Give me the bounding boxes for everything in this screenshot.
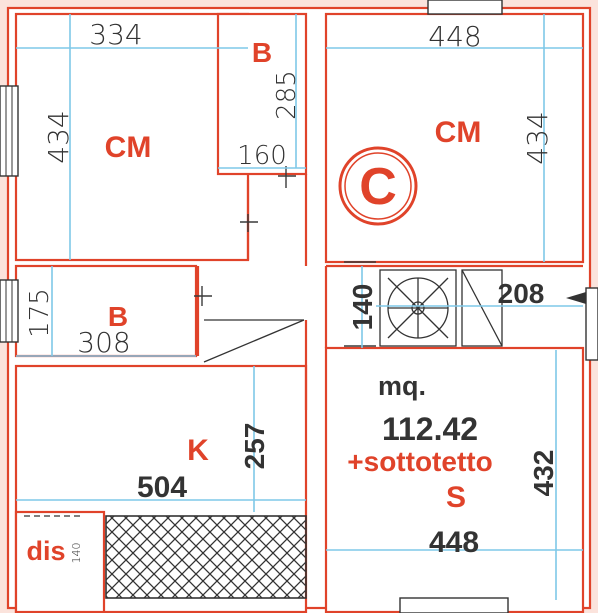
dim-dis-height: 140 bbox=[70, 543, 83, 564]
room-cm-right-outline bbox=[324, 12, 585, 264]
room-s-outline bbox=[324, 346, 585, 613]
dimension-lines bbox=[16, 14, 583, 600]
dim-k-width: 504 bbox=[137, 471, 187, 504]
area-value: 112.42 bbox=[382, 411, 478, 447]
room-label-b-top: B bbox=[252, 37, 272, 68]
dim-b-top-height: 285 bbox=[272, 70, 302, 120]
room-label-k: K bbox=[187, 434, 209, 467]
room-label-cm-left: CM bbox=[105, 131, 152, 164]
spiral-staircase bbox=[203, 269, 503, 363]
room-label-b-left: B bbox=[108, 301, 128, 332]
dim-b-left-height: 175 bbox=[25, 288, 55, 338]
dim-b-left-width: 308 bbox=[77, 326, 130, 359]
dim-cm-right-width: 448 bbox=[428, 20, 481, 53]
copyright-letter: C bbox=[359, 158, 397, 216]
dim-stair-width: 208 bbox=[498, 278, 545, 309]
dim-k-height: 257 bbox=[239, 423, 270, 470]
dim-cm-left-height: 434 bbox=[42, 110, 75, 163]
dim-stair-height: 140 bbox=[347, 284, 378, 331]
area-unit: mq. bbox=[378, 371, 426, 401]
copyright-mark: C bbox=[338, 146, 418, 226]
room-dis-outline bbox=[14, 510, 106, 613]
room-cm-left-outline bbox=[14, 12, 250, 262]
room-label-dis: dis bbox=[26, 536, 65, 566]
room-label-cm-right: CM bbox=[435, 116, 482, 149]
room-label-s: S bbox=[446, 481, 466, 514]
dim-cm-left-width: 334 bbox=[89, 18, 142, 51]
area-extra: +sottotetto bbox=[347, 446, 492, 477]
dim-s-height: 432 bbox=[528, 450, 559, 497]
arrow-marker bbox=[566, 292, 586, 304]
dim-b-top-width: 160 bbox=[237, 141, 287, 171]
dim-s-width: 448 bbox=[429, 526, 479, 559]
door-markers bbox=[194, 166, 376, 347]
dim-cm-right-height: 434 bbox=[521, 111, 554, 164]
hatched-fixture bbox=[105, 515, 307, 599]
room-b-left-outline bbox=[14, 264, 198, 358]
room-b-top-outline bbox=[216, 12, 308, 176]
